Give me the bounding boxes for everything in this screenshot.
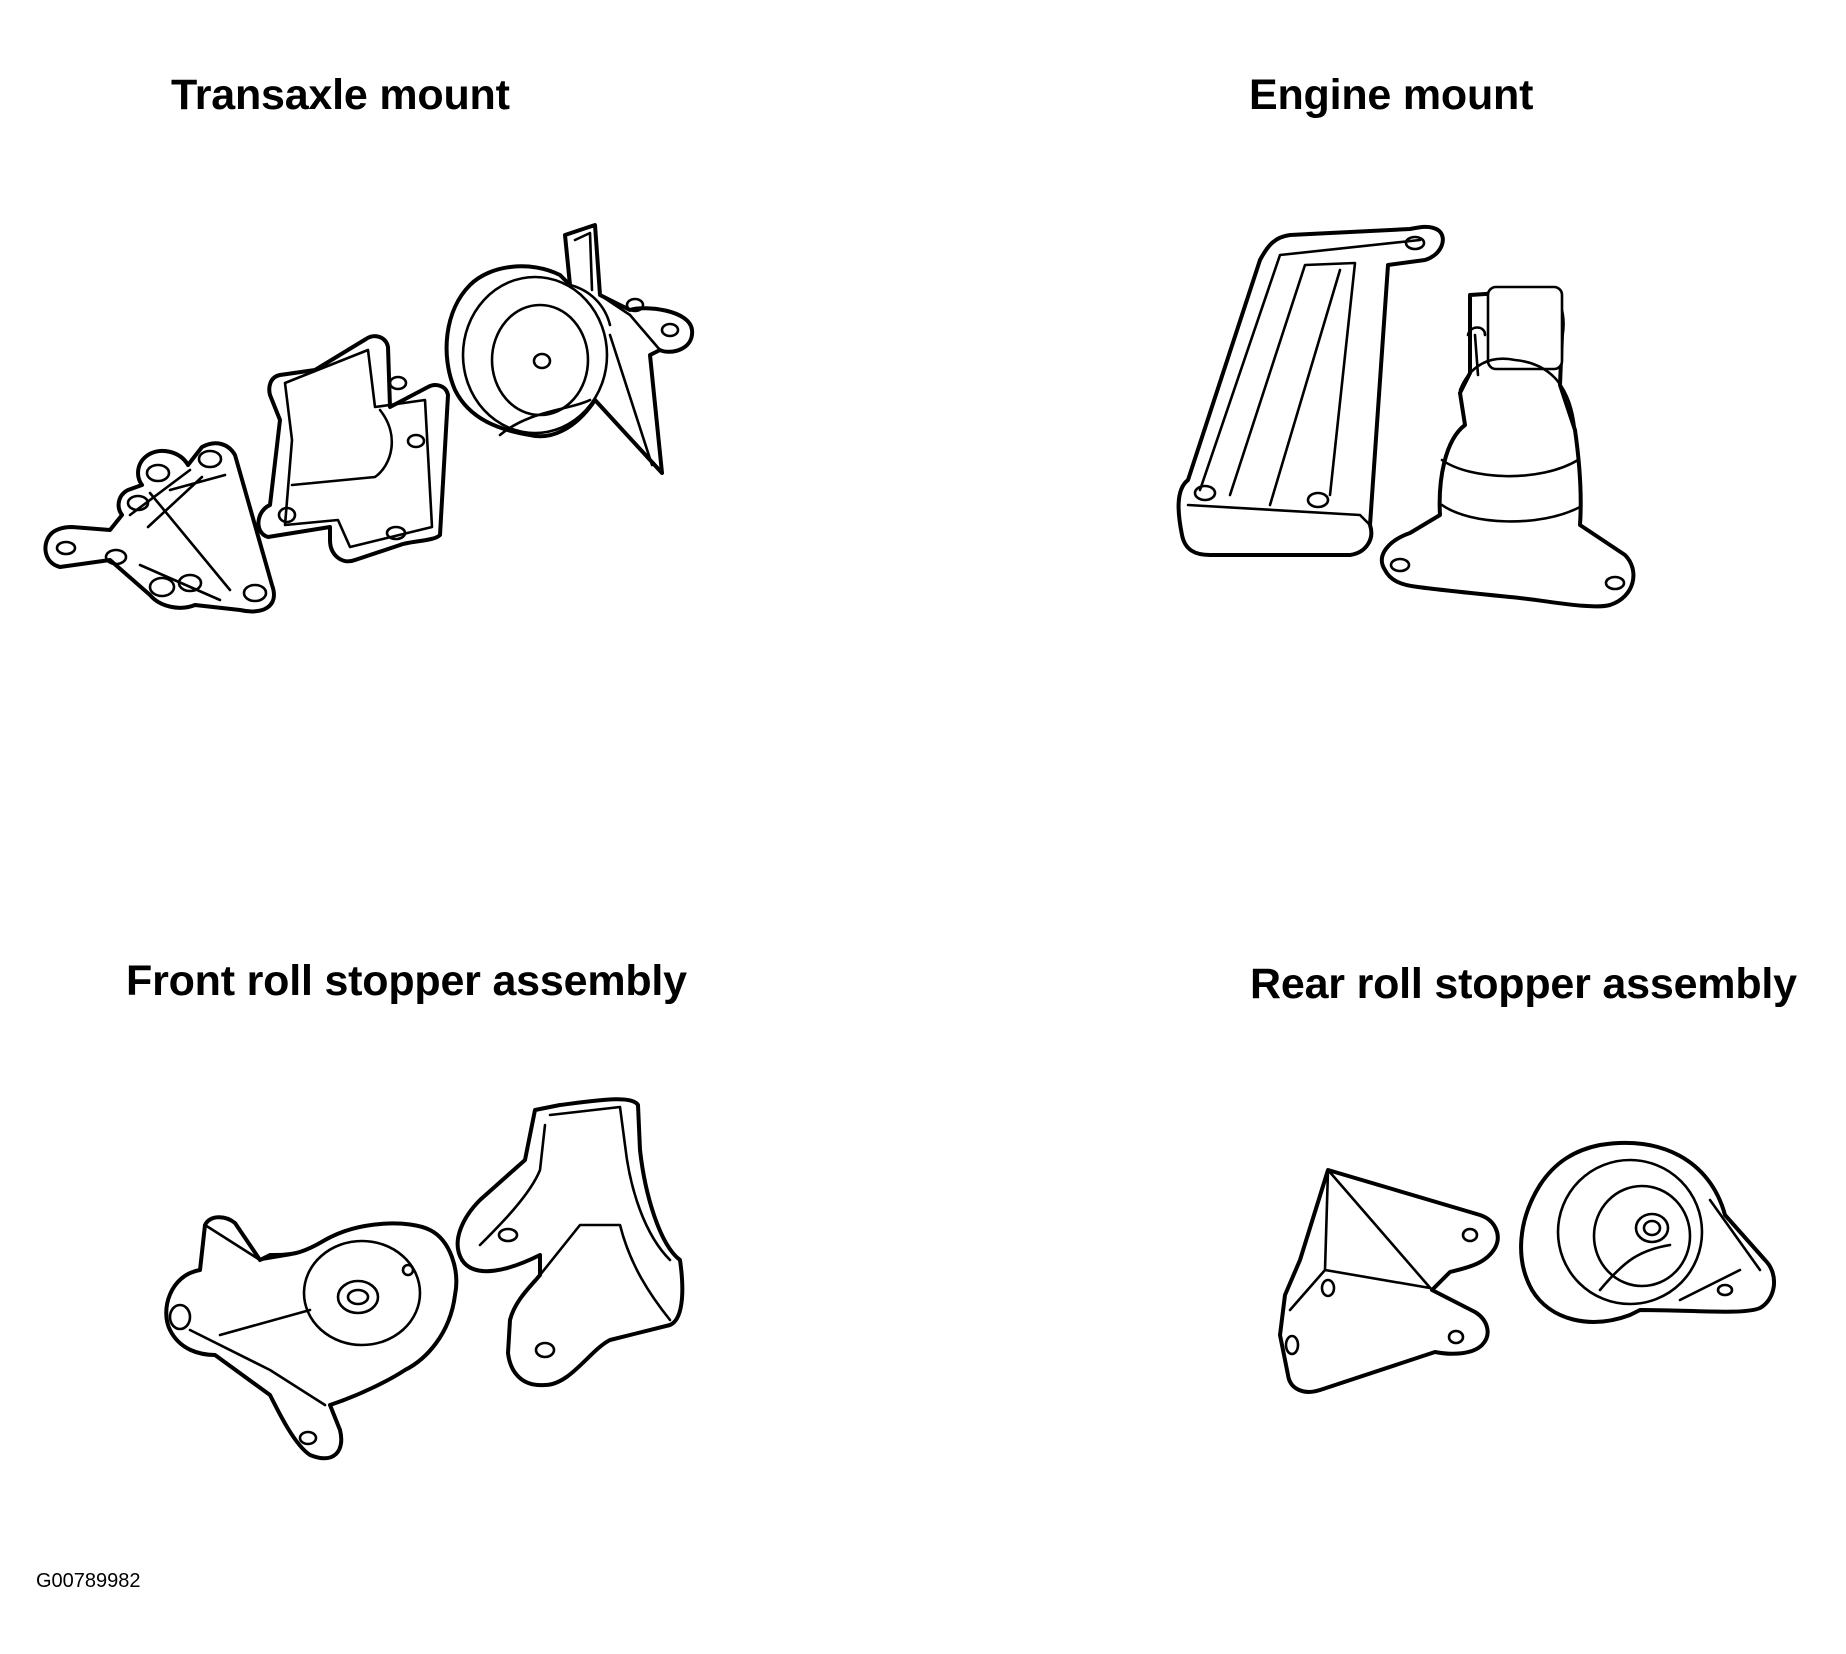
transaxle-mount-drawing [43,223,695,614]
front-roll-stopper-bracket [455,1097,685,1388]
transaxle-mount-label: Transaxle mount [171,71,510,119]
transaxle-middle-bracket [256,334,450,564]
rear-roll-stopper-drawing [1278,1140,1776,1394]
rear-roll-stopper-bracket [1278,1168,1500,1394]
front-roll-stopper-label: Front roll stopper assembly [126,957,687,1005]
transaxle-rubber-mount [444,223,695,475]
rear-roll-stopper-insulator [1519,1140,1776,1324]
engine-mount-drawing [1176,224,1636,609]
rear-roll-stopper-label: Rear roll stopper assembly [1250,960,1797,1008]
engine-mount-bracket [1176,224,1445,557]
engine-mount-insulator [1379,285,1636,609]
transaxle-bracket-plate [43,441,276,614]
figure-code: G00789982 [36,1570,141,1592]
engine-mount-label: Engine mount [1249,71,1534,119]
front-roll-stopper-insulator [164,1215,459,1461]
front-roll-stopper-drawing [164,1097,685,1461]
